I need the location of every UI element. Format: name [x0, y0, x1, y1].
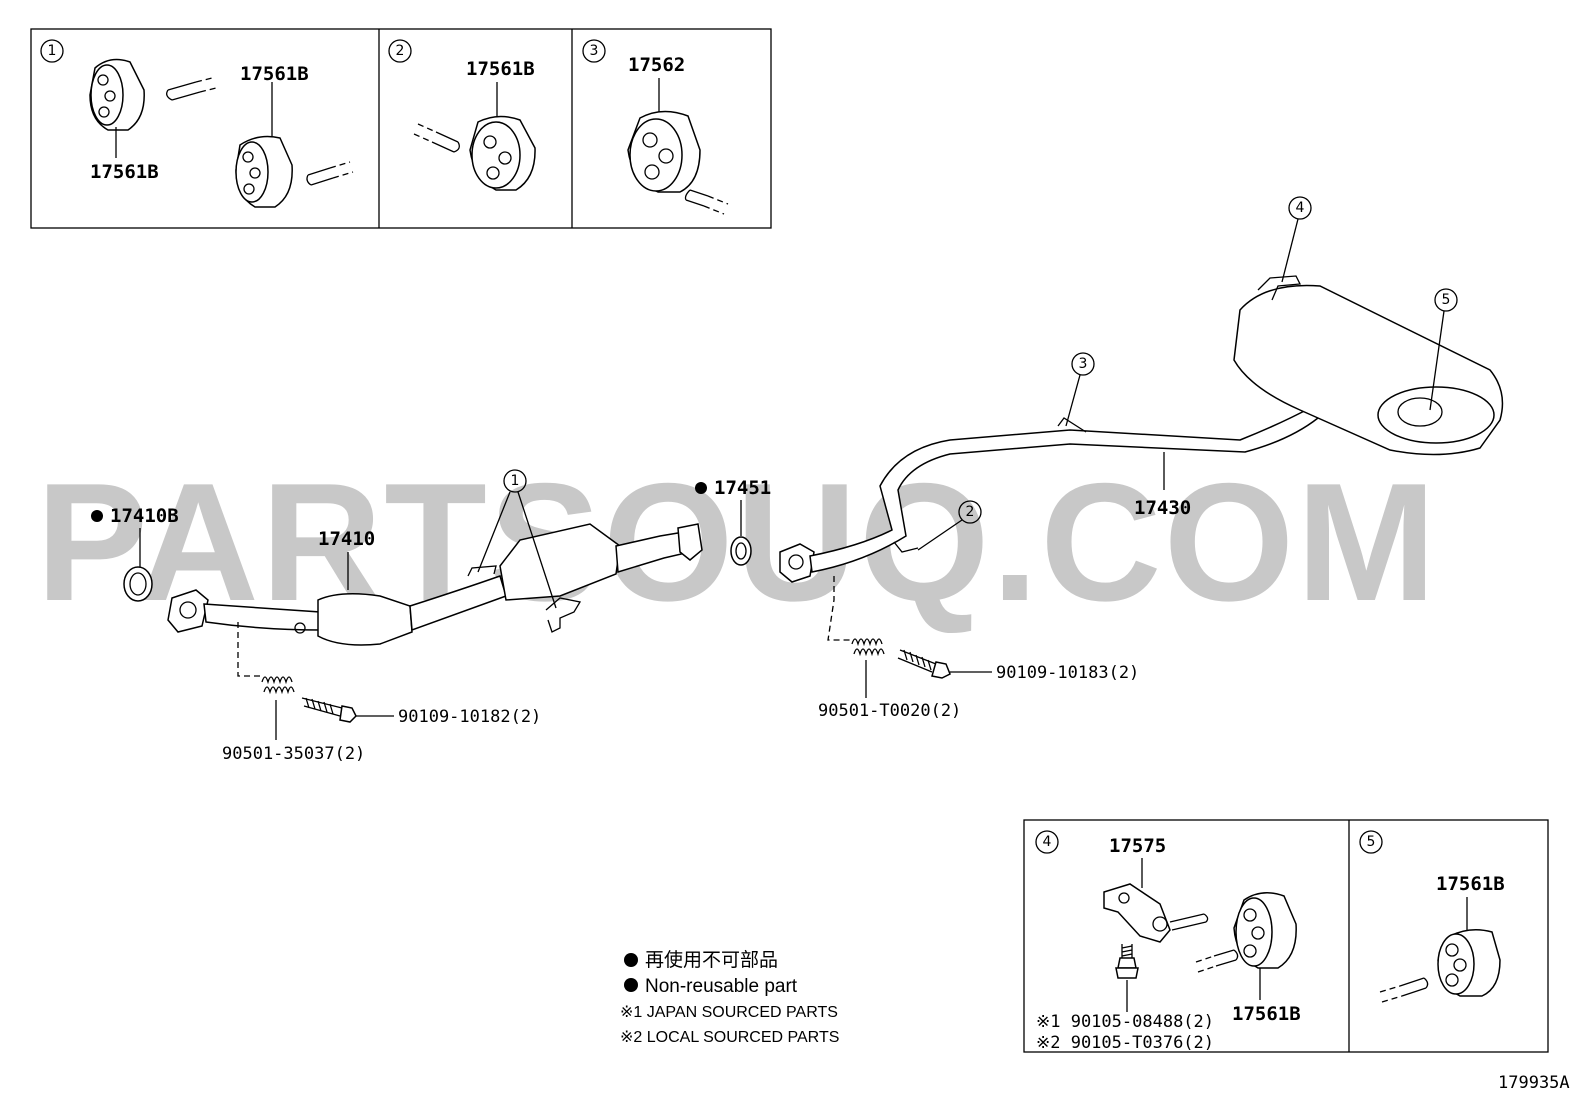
part-label-17561B-upper[interactable]: 17561B — [240, 63, 309, 85]
mount-cushion-icon[interactable] — [627, 110, 701, 193]
front-pipe-17410[interactable]: 17410 — [167, 523, 703, 646]
mount-cushion-icon[interactable] — [1233, 892, 1297, 969]
part-label-90109-10182[interactable]: 90109-10182(2) — [398, 707, 541, 727]
mount-cushion-icon[interactable] — [89, 58, 145, 131]
legend-japanese: 再使用不可部品 — [645, 949, 778, 971]
part-label-90501-35037[interactable]: 90501-35037(2) — [222, 744, 365, 764]
diagram-code: 179935A — [1498, 1073, 1570, 1093]
part-label-17561B[interactable]: 17561B — [466, 58, 535, 80]
part-label-17451[interactable]: 17451 — [714, 477, 771, 499]
inset-panel-2: 2 17561B — [388, 39, 536, 191]
part-label-17430[interactable]: 17430 — [1134, 497, 1191, 519]
inset-panel-3: 3 17562 — [582, 39, 729, 215]
main-callout-1[interactable]: 1 — [477, 469, 557, 609]
bolt-icon[interactable] — [301, 697, 357, 723]
callout-5: 5 — [1367, 834, 1376, 850]
top-inset: 1 17561B 17561B — [30, 28, 772, 229]
part-label-90109-10183[interactable]: 90109-10183(2) — [996, 663, 1139, 683]
legend: 再使用不可部品 Non-reusable part ※1 JAPAN SOURC… — [620, 949, 839, 1046]
main-callout-5[interactable]: 5 — [1429, 288, 1458, 411]
callout-3: 3 — [1079, 356, 1088, 372]
gasket-17410B[interactable]: 17410B — [91, 505, 179, 602]
bolt-icon[interactable] — [897, 649, 951, 679]
bottom-inset: 4 17575 ※1 90105-08488(2) ※2 90105-T0376… — [1023, 819, 1549, 1053]
mount-cushion-icon[interactable] — [1437, 929, 1501, 997]
mount-cushion-icon[interactable] — [469, 115, 536, 191]
callout-1: 1 — [48, 43, 57, 59]
callout-4: 4 — [1043, 834, 1052, 850]
tail-pipe-17430[interactable]: 17430 — [779, 275, 1504, 583]
spring-icon[interactable] — [261, 676, 295, 695]
hanger-rod-icon — [306, 161, 354, 186]
callout-5: 5 — [1442, 292, 1451, 308]
spring-icon[interactable] — [851, 638, 885, 657]
bolt-icon[interactable] — [1115, 944, 1139, 979]
part-label-17561B[interactable]: 17561B — [1436, 873, 1505, 895]
main-callout-4[interactable]: 4 — [1281, 196, 1312, 283]
hanger-rod-icon — [166, 77, 217, 101]
part-label-17410B[interactable]: 17410B — [110, 505, 179, 527]
legend-note-local: ※2 LOCAL SOURCED PARTS — [620, 1029, 839, 1046]
front-fasteners: 90501-35037(2) 90109-10182(2) — [222, 622, 541, 764]
fastener-label-local[interactable]: ※2 90105-T0376(2) — [1036, 1033, 1214, 1053]
legend-note-japan: ※1 JAPAN SOURCED PARTS — [620, 1004, 838, 1021]
part-label-17562[interactable]: 17562 — [628, 54, 685, 76]
bracket-icon[interactable] — [1103, 883, 1209, 943]
inset-panel-4: 4 17575 ※1 90105-08488(2) ※2 90105-T0376… — [1035, 830, 1301, 1053]
part-label-17575[interactable]: 17575 — [1109, 835, 1166, 857]
inset-panel-1: 1 17561B 17561B — [40, 39, 354, 208]
hanger-rod-icon — [684, 189, 729, 215]
inset-panel-5: 5 17561B — [1359, 830, 1505, 1003]
callout-2: 2 — [396, 43, 405, 59]
fastener-label-japan[interactable]: ※1 90105-08488(2) — [1036, 1012, 1214, 1032]
part-label-17561B[interactable]: 17561B — [90, 161, 159, 183]
hanger-rod-icon — [1195, 949, 1239, 973]
legend-non-reusable: Non-reusable part — [645, 976, 798, 997]
callout-2: 2 — [966, 504, 975, 520]
main-callout-2[interactable]: 2 — [917, 500, 982, 551]
part-label-17561B[interactable]: 17561B — [1232, 1003, 1301, 1025]
main-callout-3[interactable]: 3 — [1065, 352, 1095, 427]
hanger-rod-icon — [413, 123, 460, 153]
rear-fasteners: 90501-T0020(2) 90109-10183(2) — [818, 576, 1139, 721]
callout-1: 1 — [511, 473, 520, 489]
callout-4: 4 — [1296, 200, 1305, 216]
hanger-rod-icon — [1379, 977, 1429, 1003]
mount-cushion-icon[interactable] — [235, 135, 293, 208]
part-label-17410[interactable]: 17410 — [318, 528, 375, 550]
part-label-90501-T0020[interactable]: 90501-T0020(2) — [818, 701, 961, 721]
callout-3: 3 — [590, 43, 599, 59]
gasket-17451[interactable]: 17451 — [695, 477, 771, 566]
